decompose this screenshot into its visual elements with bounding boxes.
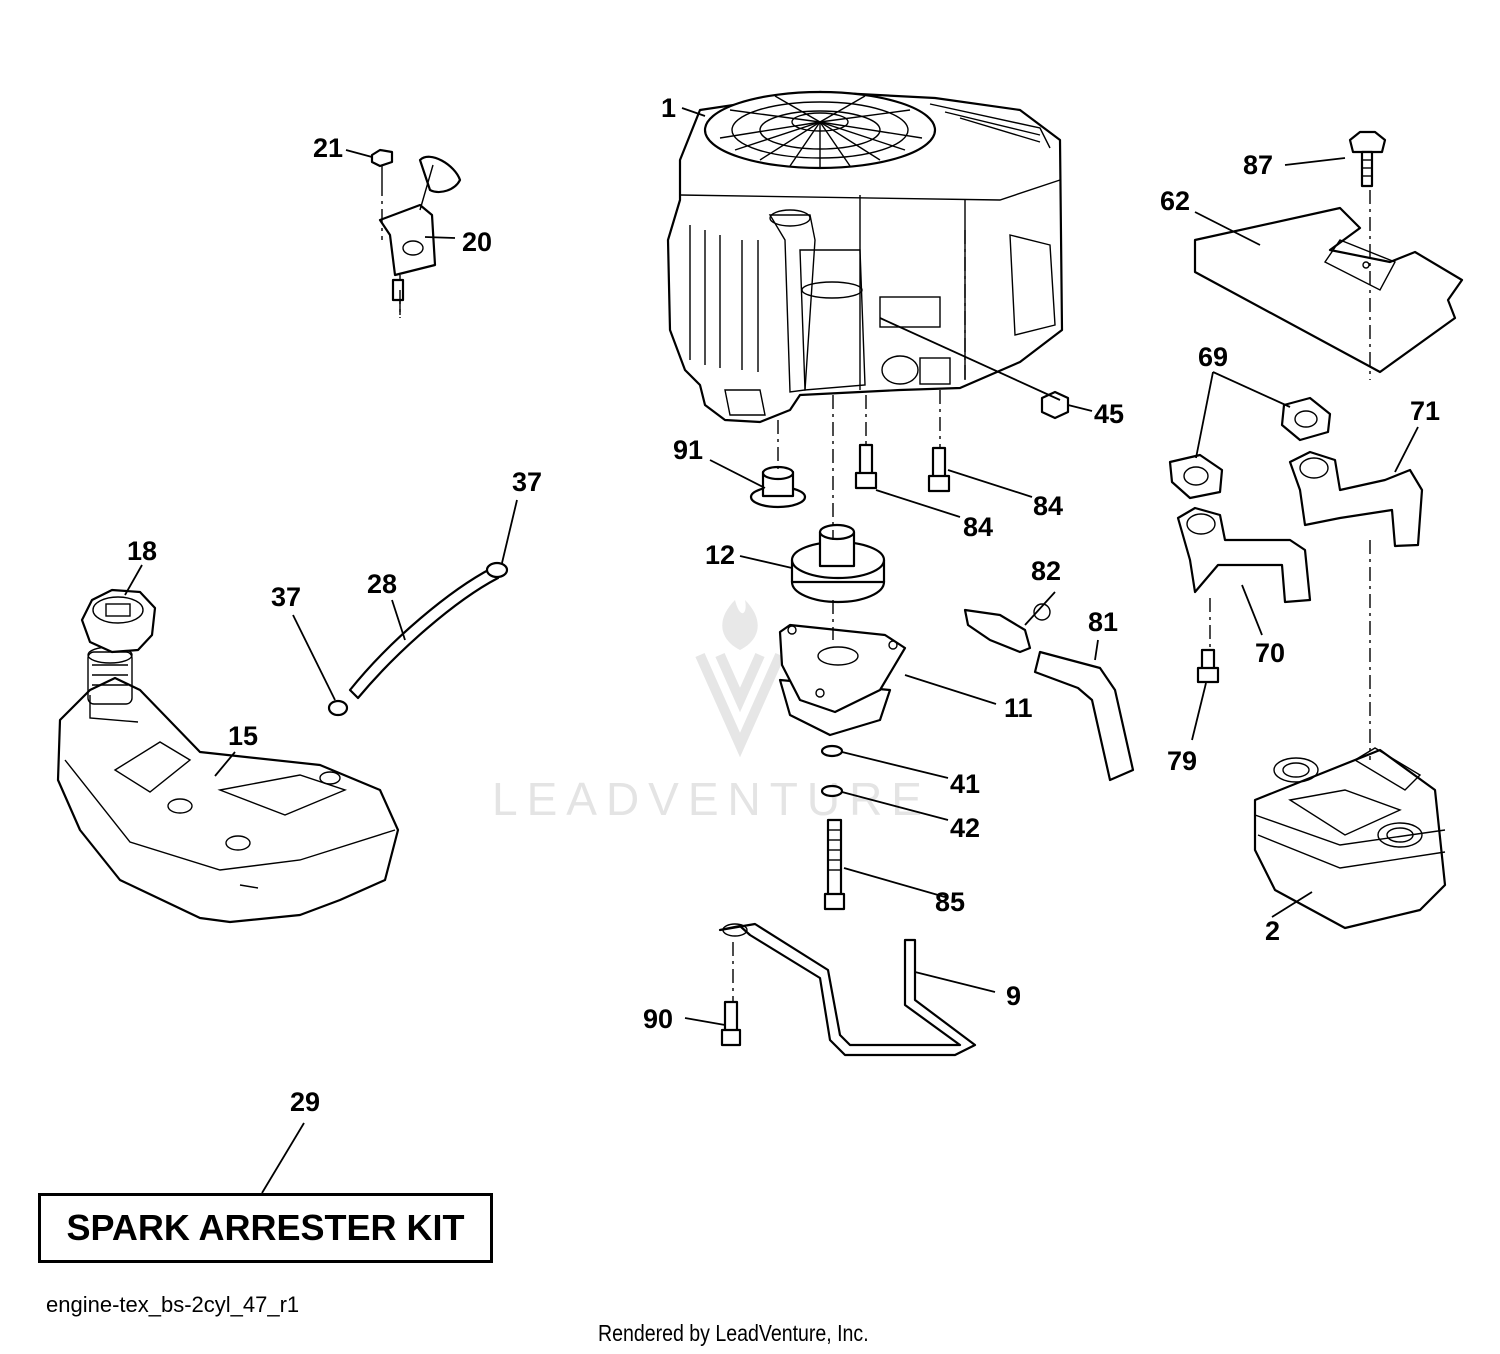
- callout-87: 87: [1243, 150, 1273, 180]
- engine-pulley: [790, 523, 886, 604]
- callout-12: 12: [705, 540, 735, 570]
- callout-91: 91: [673, 435, 703, 465]
- watermark-text: LEADVENTURE: [492, 773, 931, 825]
- diagram-code: engine-tex_bs-2cyl_47_r1: [46, 1292, 300, 1317]
- shield-bolt: [1348, 130, 1387, 188]
- engine: [666, 90, 1064, 424]
- hose-clamp-lower: [327, 699, 349, 717]
- callout-9: 9: [1006, 981, 1021, 1011]
- callout-37-lower: 37: [271, 582, 301, 612]
- throttle-control: [378, 155, 462, 315]
- drain-valve: [963, 603, 1051, 654]
- nut-45: [1040, 390, 1070, 420]
- bushing: [749, 465, 807, 509]
- callout-69: 69: [1198, 342, 1228, 372]
- callout-42: 42: [950, 813, 980, 843]
- callout-labels: 1 2 9 11 12 15 18 20 21 28 29 37 37 41 4…: [127, 93, 1440, 1117]
- throttle-screw: [370, 148, 394, 182]
- callout-18: 18: [127, 536, 157, 566]
- callout-45: 45: [1094, 399, 1124, 429]
- callout-37-upper: 37: [512, 467, 542, 497]
- hose-clamp-upper: [485, 561, 509, 579]
- callout-82: 82: [1031, 556, 1061, 586]
- callout-84-left: 84: [963, 512, 993, 542]
- callout-2: 2: [1265, 916, 1280, 946]
- fuel-tank: [56, 646, 400, 924]
- pto-clutch: [778, 623, 907, 737]
- clutch-bracket: [718, 922, 977, 1057]
- bolt-84-right: [927, 446, 951, 493]
- callout-70: 70: [1255, 638, 1285, 668]
- drain-hose: [1033, 650, 1135, 782]
- callout-71: 71: [1410, 396, 1440, 426]
- callout-15: 15: [228, 721, 258, 751]
- callout-62: 62: [1160, 186, 1190, 216]
- callout-85: 85: [935, 887, 965, 917]
- callout-1: 1: [661, 93, 676, 123]
- muffler-heat-shield: [1193, 206, 1464, 374]
- spark-arrester-kit-box: SPARK ARRESTER KIT: [38, 1193, 493, 1263]
- washer-41: [820, 744, 844, 758]
- watermark: LEADVENTURE: [492, 600, 931, 825]
- bolt-90: [720, 1000, 742, 1047]
- callout-20: 20: [462, 227, 492, 257]
- fuel-cap: [80, 588, 157, 654]
- bolt-84-left: [854, 443, 878, 490]
- washer-42: [820, 784, 844, 798]
- rendered-by-credit: Rendered by LeadVenture, Inc.: [598, 1320, 869, 1346]
- callout-41: 41: [950, 769, 980, 799]
- callout-11: 11: [1004, 693, 1033, 723]
- callout-84-right: 84: [1033, 491, 1063, 521]
- exhaust-pipe-70: [1176, 506, 1312, 604]
- callout-90: 90: [643, 1004, 673, 1034]
- bolt-85: [823, 818, 846, 911]
- callout-29: 29: [290, 1087, 320, 1117]
- callout-21: 21: [313, 133, 343, 163]
- exhaust-pipe-71: [1288, 450, 1424, 548]
- screw-79: [1196, 648, 1220, 684]
- callout-81: 81: [1088, 607, 1118, 637]
- muffler: [1253, 747, 1447, 930]
- leader-lines: [124, 107, 1419, 1194]
- spark-arrester-kit-label: SPARK ARRESTER KIT: [66, 1207, 465, 1248]
- alignment-lines: [381, 182, 1371, 1002]
- exhaust-gaskets: [1168, 396, 1332, 500]
- callout-28: 28: [367, 569, 397, 599]
- callout-79: 79: [1167, 746, 1197, 776]
